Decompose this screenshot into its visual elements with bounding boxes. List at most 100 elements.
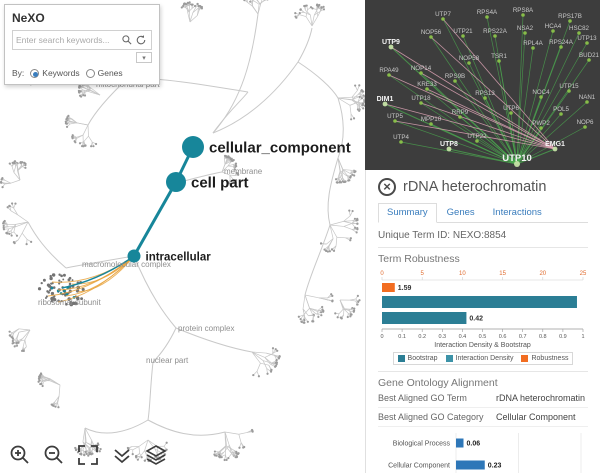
tree-term-label[interactable]: nuclear part: [146, 356, 189, 365]
gene-label[interactable]: UTP5: [387, 113, 403, 120]
tree-node-cellular_component[interactable]: [182, 136, 204, 158]
layers-button[interactable]: [144, 443, 168, 467]
gene-node-dot[interactable]: [559, 112, 563, 116]
gene-network-panel[interactable]: UTP7 RPS8A RPS4A RPS17B UTP9 NOP56 UTP21 RPS22A…: [365, 0, 600, 170]
gene-label[interactable]: UTP6: [503, 105, 519, 112]
gene-label[interactable]: UTP4: [393, 134, 409, 141]
gene-node-dot[interactable]: [475, 139, 479, 143]
zoom-out-button[interactable]: [42, 443, 66, 467]
gene-node-dot[interactable]: [429, 122, 433, 126]
gene-node-dot[interactable]: [585, 41, 589, 45]
gene-label[interactable]: MPP10: [421, 116, 442, 123]
gene-label[interactable]: UTP7: [435, 11, 451, 18]
gene-node-dot[interactable]: [583, 125, 587, 129]
gene-node-dot[interactable]: [539, 95, 543, 99]
gene-node-dot[interactable]: [425, 87, 429, 91]
tree-term-label[interactable]: membrane: [224, 167, 263, 176]
gene-label[interactable]: UTP9: [382, 39, 400, 46]
gene-node-dot[interactable]: [467, 61, 471, 65]
gene-label[interactable]: UTP21: [453, 28, 473, 35]
gene-label[interactable]: KRE33: [417, 81, 437, 88]
gene-label[interactable]: UTP22: [467, 133, 487, 140]
gene-label[interactable]: DIM1: [377, 96, 394, 103]
refresh-icon[interactable]: [134, 33, 148, 47]
gene-label[interactable]: UTP13: [577, 35, 597, 42]
gene-label[interactable]: RPS24A: [549, 39, 574, 46]
gene-label[interactable]: EMG1: [545, 141, 565, 148]
search-input[interactable]: [16, 35, 120, 45]
gene-node-dot[interactable]: [388, 44, 394, 50]
gene-label[interactable]: RPS4A: [477, 9, 498, 16]
gene-node-dot[interactable]: [552, 146, 558, 152]
collapse-levels-button[interactable]: [110, 443, 134, 467]
gene-label[interactable]: RPS17B: [558, 13, 582, 20]
gene-node-dot[interactable]: [577, 31, 581, 35]
gene-node-dot[interactable]: [523, 31, 527, 35]
gene-label[interactable]: TSR1: [491, 53, 507, 60]
gene-label[interactable]: RPS22A: [483, 28, 508, 35]
gene-node-dot[interactable]: [461, 34, 465, 38]
tree-term-label[interactable]: protein complex: [178, 324, 234, 333]
gene-node-dot[interactable]: [453, 79, 457, 83]
zoom-in-button[interactable]: [8, 443, 32, 467]
search-scope-dropdown[interactable]: ▾: [136, 52, 152, 63]
gene-label[interactable]: RPS8A: [513, 7, 534, 14]
gene-label[interactable]: NOP14: [411, 65, 432, 72]
gene-label[interactable]: NOP58: [459, 55, 480, 62]
gene-node-dot[interactable]: [551, 29, 555, 33]
gene-node-dot[interactable]: [509, 111, 513, 115]
gene-node-dot[interactable]: [485, 15, 489, 19]
ontology-tree-canvas[interactable]: mitochondrial partmembranemacromolecular…: [0, 0, 365, 473]
tree-node-label-intracellular[interactable]: intracellular: [146, 251, 212, 263]
gene-label[interactable]: UTP8: [440, 141, 458, 148]
tab-interactions[interactable]: Interactions: [492, 207, 542, 218]
gene-label[interactable]: UTP10: [502, 153, 532, 164]
tree-node-label-cell_part[interactable]: cell part: [191, 175, 249, 192]
gene-node-dot[interactable]: [531, 46, 535, 50]
gene-node-dot[interactable]: [559, 45, 563, 49]
gene-label[interactable]: RPS13: [475, 90, 495, 97]
close-icon[interactable]: ×: [378, 178, 396, 196]
gene-label[interactable]: NOP56: [421, 29, 442, 36]
tree-term-label[interactable]: ribosomal subunit: [38, 298, 101, 307]
gene-node-dot[interactable]: [387, 73, 391, 77]
gene-label[interactable]: UTP15: [559, 83, 579, 90]
gene-node-dot[interactable]: [393, 119, 397, 123]
gene-node-dot[interactable]: [539, 126, 543, 130]
gene-label[interactable]: HSC82: [569, 25, 590, 32]
gene-node-dot[interactable]: [497, 59, 501, 63]
radio-genes-circle[interactable]: [85, 68, 95, 78]
gene-node-dot[interactable]: [419, 71, 423, 75]
gene-label[interactable]: NAN1: [579, 94, 596, 101]
gene-label[interactable]: PWP2: [532, 120, 550, 127]
gene-label[interactable]: NSA2: [517, 25, 534, 32]
gene-node-dot[interactable]: [483, 96, 487, 100]
radio-keywords-circle[interactable]: [30, 68, 40, 78]
search-icon[interactable]: [120, 33, 134, 47]
gene-label[interactable]: RRP9: [452, 109, 469, 116]
gene-label[interactable]: NOC4: [532, 89, 550, 96]
gene-label[interactable]: RPL4A: [523, 40, 543, 47]
gene-label[interactable]: POL5: [553, 106, 569, 113]
gene-node-dot[interactable]: [399, 140, 403, 144]
gene-node-dot[interactable]: [567, 89, 571, 93]
gene-node-dot[interactable]: [446, 146, 452, 152]
tab-genes[interactable]: Genes: [446, 207, 475, 218]
tree-term-label[interactable]: macromolecular complex: [82, 260, 171, 269]
gene-label[interactable]: HCA4: [545, 23, 562, 30]
tab-summary[interactable]: Summary: [378, 203, 437, 223]
gene-node-dot[interactable]: [441, 17, 445, 21]
gene-label[interactable]: UTP18: [411, 95, 431, 102]
gene-node-dot[interactable]: [587, 58, 591, 62]
tree-node-intracellular[interactable]: [127, 249, 141, 263]
gene-node-dot[interactable]: [458, 115, 462, 119]
radio-genes[interactable]: Genes: [85, 68, 123, 78]
fit-view-button[interactable]: [76, 443, 100, 467]
gene-label[interactable]: RPS9B: [445, 73, 465, 80]
tree-node-label-cellular_component[interactable]: cellular_component: [209, 140, 351, 157]
gene-node-dot[interactable]: [382, 101, 388, 107]
gene-node-dot[interactable]: [429, 35, 433, 39]
gene-label[interactable]: RPA49: [379, 67, 399, 74]
radio-keywords[interactable]: Keywords: [30, 68, 80, 78]
gene-node-dot[interactable]: [493, 34, 497, 38]
